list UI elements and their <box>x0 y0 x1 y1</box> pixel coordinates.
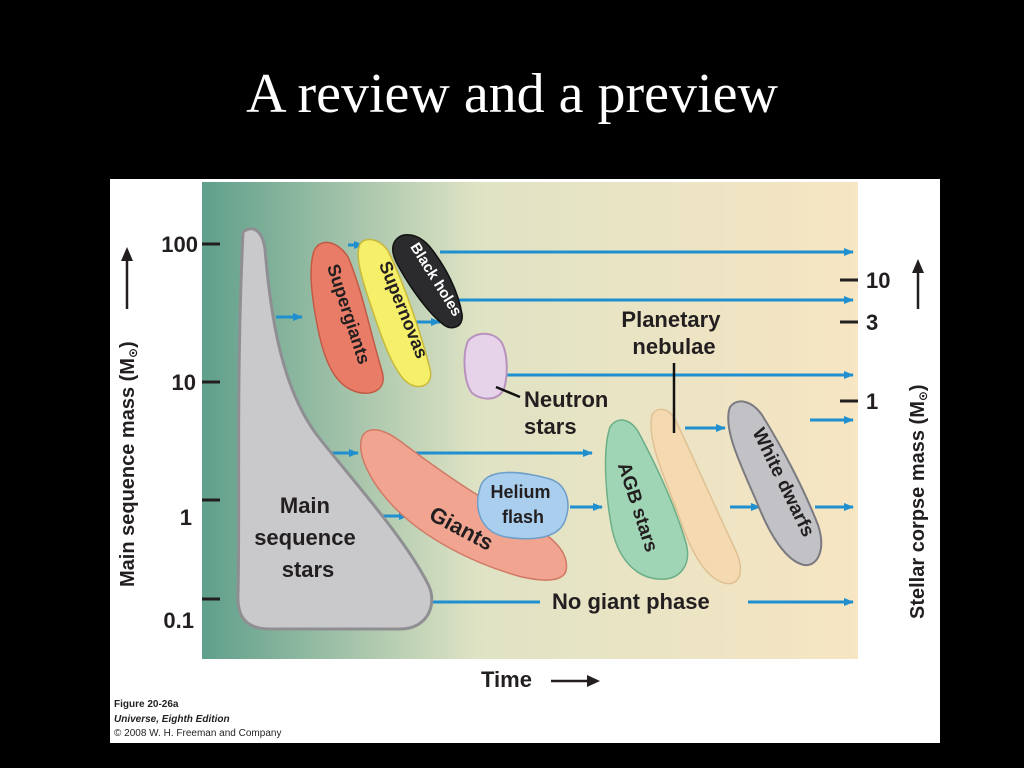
helium-flash-label: Helium flash <box>490 482 555 527</box>
stellar-evolution-figure: 100 10 1 0.1 10 3 1 Main sequence mass (… <box>110 179 940 743</box>
planetary-nebulae-label: Planetary nebulae <box>621 307 726 359</box>
planetary-nebula-shape <box>650 408 742 585</box>
left-axis-arrowhead <box>121 247 133 261</box>
left-tick-0-1: 0.1 <box>163 608 194 633</box>
supergiants-shape <box>310 241 384 394</box>
supernovas-shape <box>357 238 432 388</box>
copyright-notice: © 2008 W. H. Freeman and Company <box>114 728 282 739</box>
svg-text:Main sequence mass (M⊙): Main sequence mass (M⊙) <box>117 341 140 587</box>
neutron-stars-label: Neutron stars <box>524 387 614 439</box>
main-sequence-shape <box>236 227 434 631</box>
neutron-star-pointer <box>495 385 521 399</box>
slide-title: A review and a preview <box>246 63 778 125</box>
book-title: Universe, Eighth Edition <box>114 714 230 725</box>
right-tick-1: 1 <box>866 389 878 414</box>
x-axis-label: Time <box>481 667 532 692</box>
helium-flash-shape <box>476 471 569 540</box>
left-tick-100: 100 <box>161 232 198 257</box>
no-giant-phase-label: No giant phase <box>552 589 710 614</box>
giants-shape <box>360 429 568 581</box>
svg-text:Stellar corpse mass (M⊙): Stellar corpse mass (M⊙) <box>907 384 930 619</box>
left-axis-ticks <box>202 242 220 601</box>
main-sequence-label: Main sequence stars <box>254 493 362 582</box>
figure-number: Figure 20-26a <box>114 699 179 710</box>
agb-stars-shape <box>604 419 689 580</box>
right-tick-3: 3 <box>866 310 878 335</box>
flow-arrows <box>276 241 854 606</box>
right-axis-arrowhead <box>912 259 924 273</box>
right-axis-label: Stellar corpse mass (M⊙) <box>907 384 930 619</box>
right-tick-10: 10 <box>866 268 890 293</box>
left-axis-label: Main sequence mass (M⊙) <box>117 341 140 587</box>
left-tick-10: 10 <box>172 370 196 395</box>
white-dwarfs-shape <box>727 400 823 567</box>
black-holes-shape <box>392 234 463 329</box>
right-axis-ticks <box>840 278 858 403</box>
x-axis-arrowhead <box>587 675 600 687</box>
diagram-canvas: 100 10 1 0.1 10 3 1 Main sequence mass (… <box>117 182 930 692</box>
left-tick-1: 1 <box>180 505 192 530</box>
